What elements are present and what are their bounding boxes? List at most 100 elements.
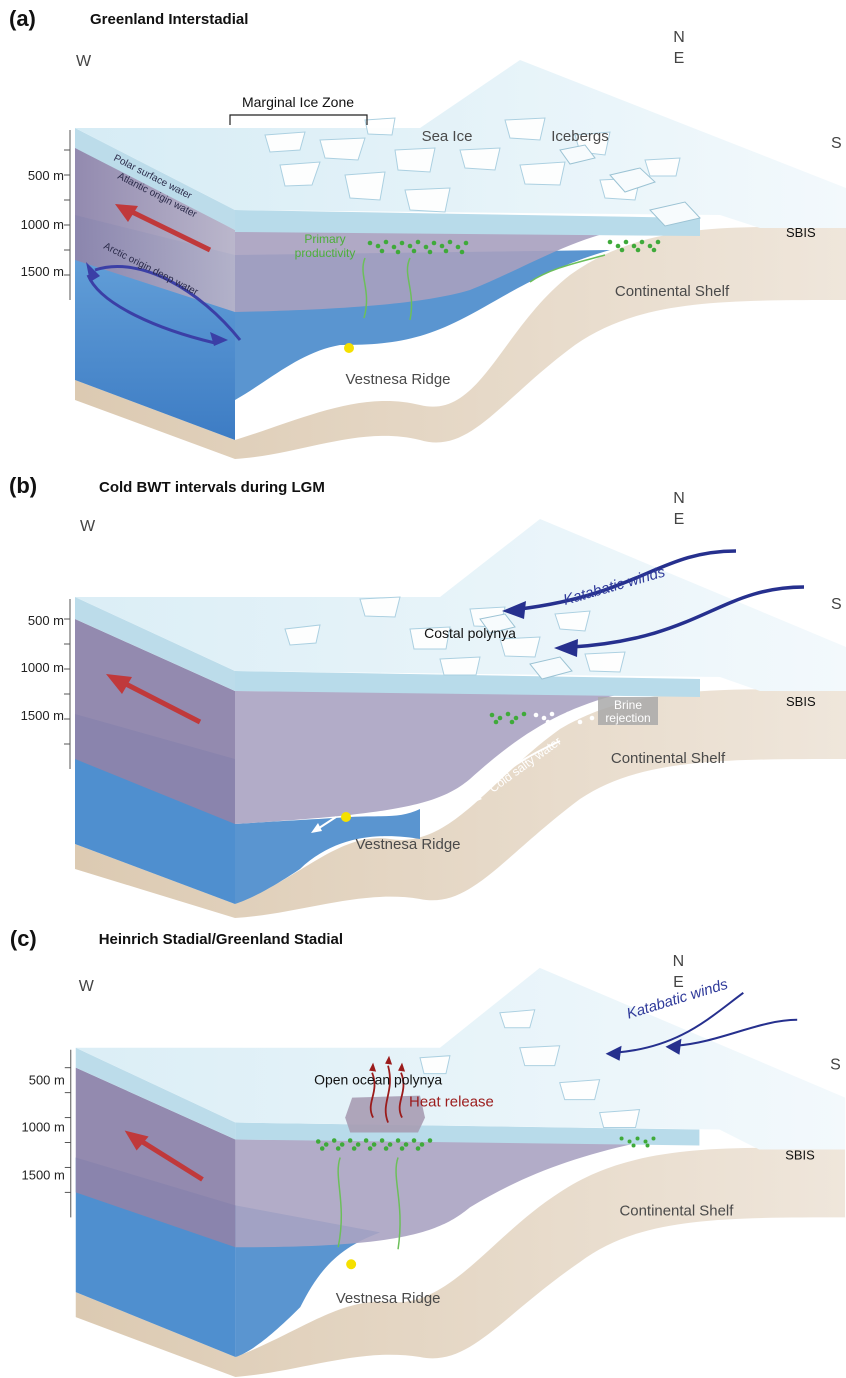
panel-a-label: (a) bbox=[9, 6, 36, 31]
sbis-label: SBIS bbox=[786, 694, 816, 709]
compass-west: W bbox=[80, 518, 96, 535]
compass-south: S bbox=[831, 135, 842, 152]
panel-b-label: (b) bbox=[9, 473, 37, 498]
compass-west: W bbox=[76, 53, 92, 70]
arrow-head-icon bbox=[210, 332, 228, 346]
panel-c-diagram: 500 m 1000 m 1500 m Katabatic winds (c) … bbox=[10, 926, 846, 1377]
depth-tick-500: 500 m bbox=[29, 1073, 65, 1088]
depth-axis bbox=[64, 130, 71, 300]
arrow-head-icon bbox=[605, 1045, 622, 1061]
productivity-dots bbox=[315, 1136, 656, 1151]
depth-tick-1000: 1000 m bbox=[22, 1120, 65, 1135]
vestnesa-ridge-label: Vestnesa Ridge bbox=[336, 1290, 441, 1307]
depth-tick-500: 500 m bbox=[28, 168, 64, 183]
heat-release-label: Heat release bbox=[409, 1094, 494, 1111]
surface-water-top bbox=[235, 671, 700, 697]
productivity-dots bbox=[367, 239, 661, 255]
deep-water-circulation-arrows bbox=[86, 265, 242, 345]
icebergs bbox=[479, 613, 573, 680]
brine-rejection-label-2: rejection bbox=[605, 711, 650, 725]
surface-water bbox=[75, 597, 235, 691]
panel-a: 500 m 1000 m 1500 m Polar surface water … bbox=[0, 0, 846, 459]
deep-water-basin bbox=[235, 809, 420, 904]
primary-productivity-label-2: productivity bbox=[295, 246, 356, 260]
depth-axis bbox=[64, 599, 71, 769]
compass-east: E bbox=[674, 511, 685, 528]
surface-water bbox=[75, 128, 235, 230]
compass-north: N bbox=[673, 29, 685, 46]
continental-shelf-label: Continental Shelf bbox=[620, 1202, 735, 1219]
surface-water-top bbox=[235, 210, 700, 236]
depth-tick-1500: 1500 m bbox=[21, 708, 64, 723]
brine-rejection-label-1: Brine bbox=[614, 698, 642, 712]
primary-productivity-label-1: Primary bbox=[304, 232, 345, 246]
continental-shelf-label: Continental Shelf bbox=[611, 750, 726, 767]
sediment-layer bbox=[75, 1147, 846, 1377]
compass-north: N bbox=[673, 953, 685, 970]
atlantic-water bbox=[75, 619, 235, 824]
sea-surface bbox=[75, 519, 846, 691]
depth-tick-1500: 1500 m bbox=[22, 1167, 65, 1182]
sbis-label: SBIS bbox=[786, 225, 816, 240]
methane-seep-marker bbox=[344, 343, 354, 353]
katabatic-wind-arrows bbox=[614, 992, 798, 1054]
methane-seep-marker bbox=[346, 1259, 357, 1270]
compass-south: S bbox=[830, 1057, 841, 1074]
sediment-layer bbox=[75, 226, 846, 459]
arrow-head-icon bbox=[369, 1062, 377, 1072]
depth-tick-1500: 1500 m bbox=[21, 264, 64, 279]
productivity-sinking-arrows bbox=[362, 254, 606, 321]
compass-north: N bbox=[673, 490, 685, 507]
marginal-ice-zone-bracket bbox=[229, 114, 368, 125]
arrow-head-icon bbox=[385, 1055, 393, 1065]
compass-south: S bbox=[831, 596, 842, 613]
compass-west: W bbox=[79, 978, 94, 995]
brine-dots bbox=[533, 711, 595, 725]
marginal-ice-zone-label: Marginal Ice Zone bbox=[242, 94, 354, 110]
arrow-head-icon bbox=[398, 1062, 406, 1072]
vestnesa-ridge-label: Vestnesa Ridge bbox=[355, 836, 460, 853]
sea-ice-label: Sea Ice bbox=[422, 128, 473, 145]
atlantic-water-top bbox=[235, 230, 610, 312]
atlantic-water bbox=[75, 1067, 236, 1248]
sea-ice-floes bbox=[419, 1009, 641, 1129]
atlantic-water-top bbox=[235, 691, 620, 824]
sea-surface bbox=[75, 60, 846, 228]
atlantic-water-arrow bbox=[115, 204, 212, 253]
sbis-label: SBIS bbox=[785, 1147, 815, 1162]
panel-b: 500 m 1000 m 1500 m Katabatic winds Brin… bbox=[0, 459, 846, 918]
icebergs-label: Icebergs bbox=[551, 128, 609, 145]
arrow-head-icon bbox=[86, 262, 100, 282]
sea-ice-floes bbox=[264, 117, 681, 213]
icebergs bbox=[559, 144, 701, 227]
panel-c: 500 m 1000 m 1500 m Katabatic winds (c) … bbox=[0, 918, 846, 1377]
panel-b-diagram: 500 m 1000 m 1500 m Katabatic winds Brin… bbox=[9, 473, 846, 918]
arrow-head-icon bbox=[470, 791, 482, 804]
vestnesa-ridge-label: Vestnesa Ridge bbox=[345, 371, 450, 388]
panel-a-diagram: 500 m 1000 m 1500 m Polar surface water … bbox=[9, 6, 846, 459]
atlantic-water bbox=[75, 145, 235, 312]
arrow-head-icon bbox=[311, 823, 322, 833]
arrow-head-icon bbox=[502, 601, 526, 619]
brine-rejection-box bbox=[598, 697, 658, 725]
sea-surface bbox=[75, 967, 846, 1150]
costal-polynya-label: Costal polynya bbox=[424, 625, 516, 641]
arrow-head-icon bbox=[554, 639, 578, 657]
compass-east: E bbox=[674, 50, 685, 67]
atlantic-water-arrow bbox=[124, 1130, 204, 1182]
panel-a-title: Greenland Interstadial bbox=[90, 11, 248, 28]
panel-c-title: Heinrich Stadial/Greenland Stadial bbox=[99, 931, 343, 948]
atlantic-water-arrow bbox=[106, 674, 202, 725]
productivity-sinking-arrows bbox=[337, 1157, 401, 1250]
panel-b-title: Cold BWT intervals during LGM bbox=[99, 479, 325, 496]
depth-tick-1000: 1000 m bbox=[21, 217, 64, 232]
methane-seep-marker bbox=[341, 812, 351, 822]
katabatic-wind-arrows bbox=[519, 549, 805, 649]
sea-ice-floes bbox=[284, 596, 626, 676]
sediment-layer bbox=[75, 689, 846, 918]
panel-c-label: (c) bbox=[10, 926, 37, 951]
arrow-head-icon bbox=[665, 1038, 682, 1055]
depth-tick-1000: 1000 m bbox=[21, 660, 64, 675]
depth-axis bbox=[64, 1049, 72, 1218]
continental-shelf-label: Continental Shelf bbox=[615, 283, 730, 300]
